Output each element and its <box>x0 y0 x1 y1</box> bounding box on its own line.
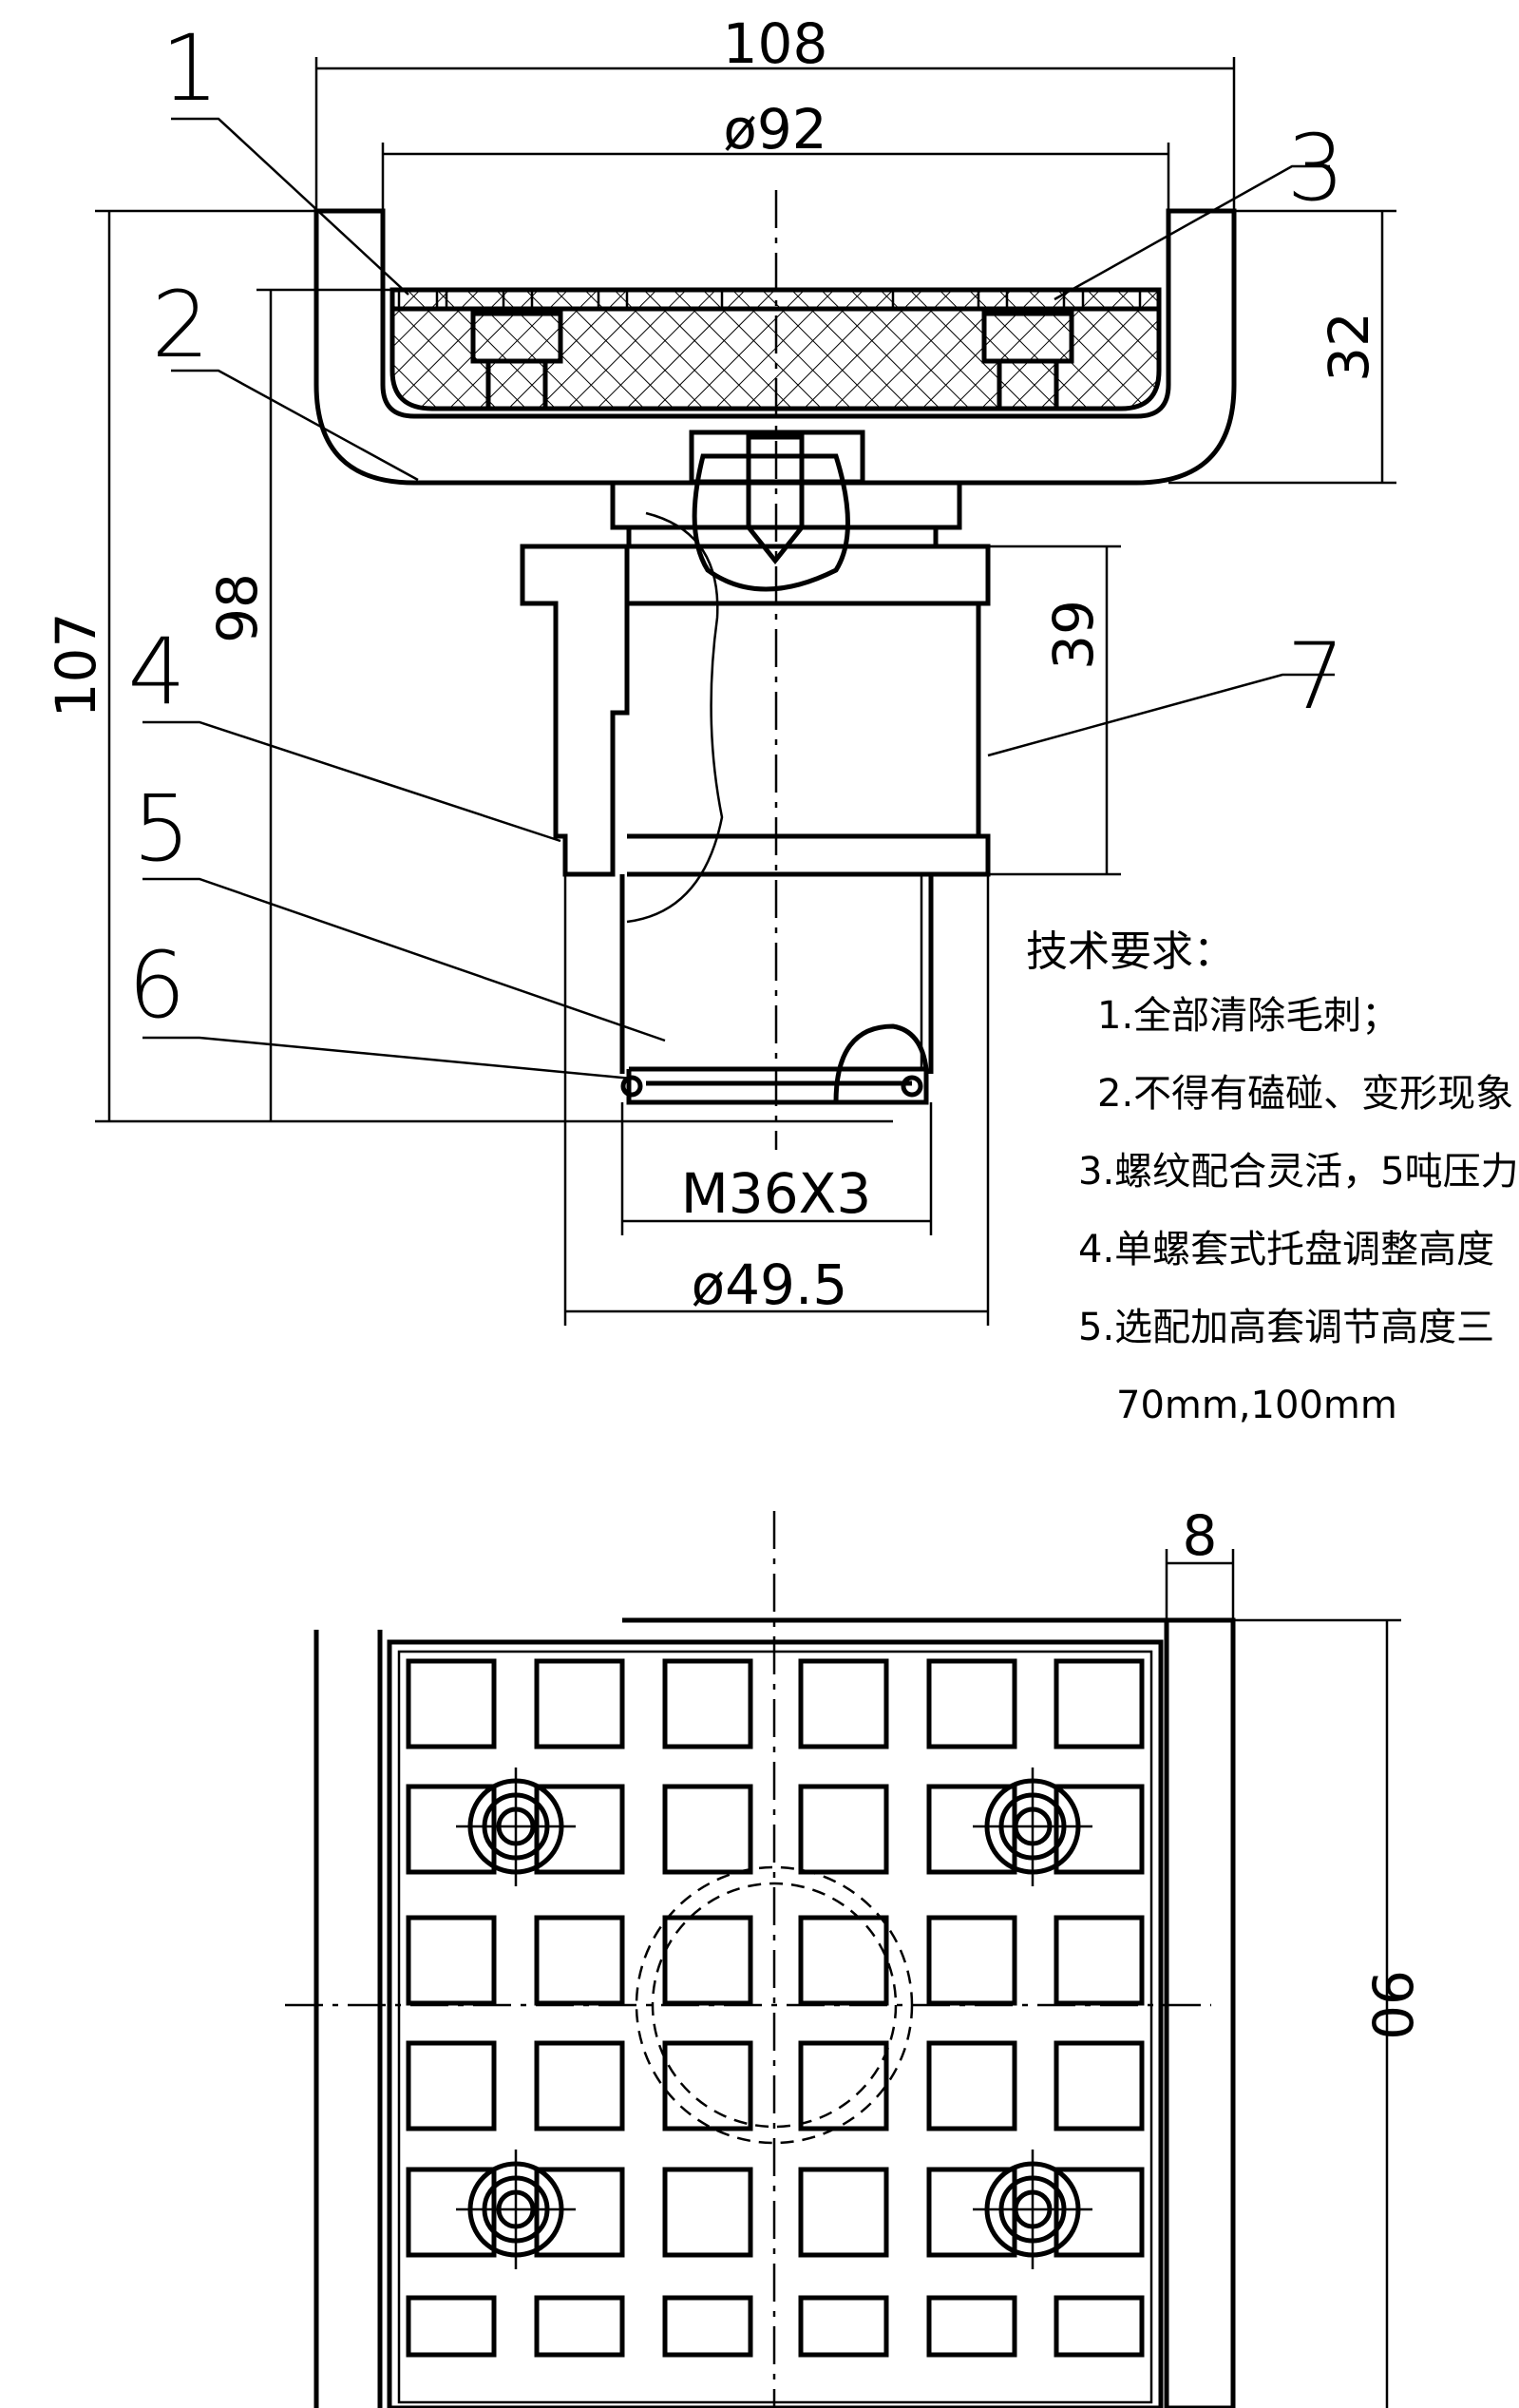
dim-dia92: ø92 <box>381 97 1170 211</box>
dim-thread: M36X3 <box>620 1102 933 1235</box>
rubber-pad <box>389 287 1162 411</box>
svg-text:4: 4 <box>127 619 185 725</box>
tray-outer-body <box>313 208 1237 486</box>
balloon-3: 3 <box>1054 115 1345 301</box>
front-section-view: 108 ø92 32 98 107 <box>44 11 1396 1326</box>
svg-text:2: 2 <box>151 272 209 378</box>
balloon-1: 1 <box>161 15 409 296</box>
hidden-circle-inner <box>651 1882 898 2129</box>
dim-thread-label: M36X3 <box>681 1161 871 1226</box>
tech-req-item: 5.选配加高套调节高度三 <box>1078 1306 1495 1349</box>
svg-text:3: 3 <box>1286 115 1344 221</box>
dim-8-label: 8 <box>1183 1503 1218 1568</box>
dim-98-label: 98 <box>205 573 270 643</box>
dim-90: 90 <box>1233 1618 1424 2408</box>
dim-98: 98 <box>205 288 392 1121</box>
dim-107: 107 <box>44 209 893 1123</box>
pad-top-strip <box>397 288 1142 311</box>
balloon-2: 2 <box>151 272 419 482</box>
dim-90-label: 90 <box>1359 1970 1424 2040</box>
dim-dia92-label: ø92 <box>723 97 826 162</box>
dim-dia49-label: ø49.5 <box>692 1252 848 1317</box>
dim-39-label: 39 <box>1041 600 1106 670</box>
balloon-5: 5 <box>132 775 666 1042</box>
ball-foot <box>833 1023 929 1105</box>
tech-req-item: 70mm,100mm <box>1116 1384 1397 1427</box>
svg-text:1: 1 <box>161 15 218 122</box>
tech-req-heading: 技术要求： <box>1026 927 1235 976</box>
tech-req-item: 1.全部清除毛刺； <box>1097 994 1400 1038</box>
dim-107-label: 107 <box>44 613 108 718</box>
dim-108-label: 108 <box>723 11 828 76</box>
balloon-7: 7 <box>987 623 1345 757</box>
balloon-6: 6 <box>127 932 633 1080</box>
dim-39: 39 <box>988 545 1121 876</box>
bolt-holes <box>456 1768 1092 2269</box>
dim-dia49: ø49.5 <box>563 874 990 1326</box>
dim-8: 8 <box>1165 1503 1235 1620</box>
svg-text:7: 7 <box>1286 623 1344 730</box>
dim-32-label: 32 <box>1317 312 1381 382</box>
dim-32: 32 <box>1168 209 1396 485</box>
top-view: 8 90 <box>285 1503 1424 2408</box>
dim-108: 108 <box>314 11 1236 211</box>
svg-text:5: 5 <box>132 775 190 882</box>
balloon-4: 4 <box>127 619 561 843</box>
technical-requirements: 技术要求： 1.全部清除毛刺； 2.不得有磕碰、变形现象 3.螺纹配合灵活，5吨… <box>1026 917 1519 1464</box>
tech-req-item: 3.螺纹配合灵活，5吨压力 <box>1078 1150 1519 1194</box>
svg-text:6: 6 <box>127 932 185 1039</box>
threaded-sleeve <box>520 544 630 877</box>
tech-req-item: 2.不得有磕碰、变形现象 <box>1097 1072 1514 1116</box>
pad-grid <box>406 1658 1145 2358</box>
tech-req-item: 4.单螺套式托盘调整高度 <box>1078 1228 1495 1271</box>
